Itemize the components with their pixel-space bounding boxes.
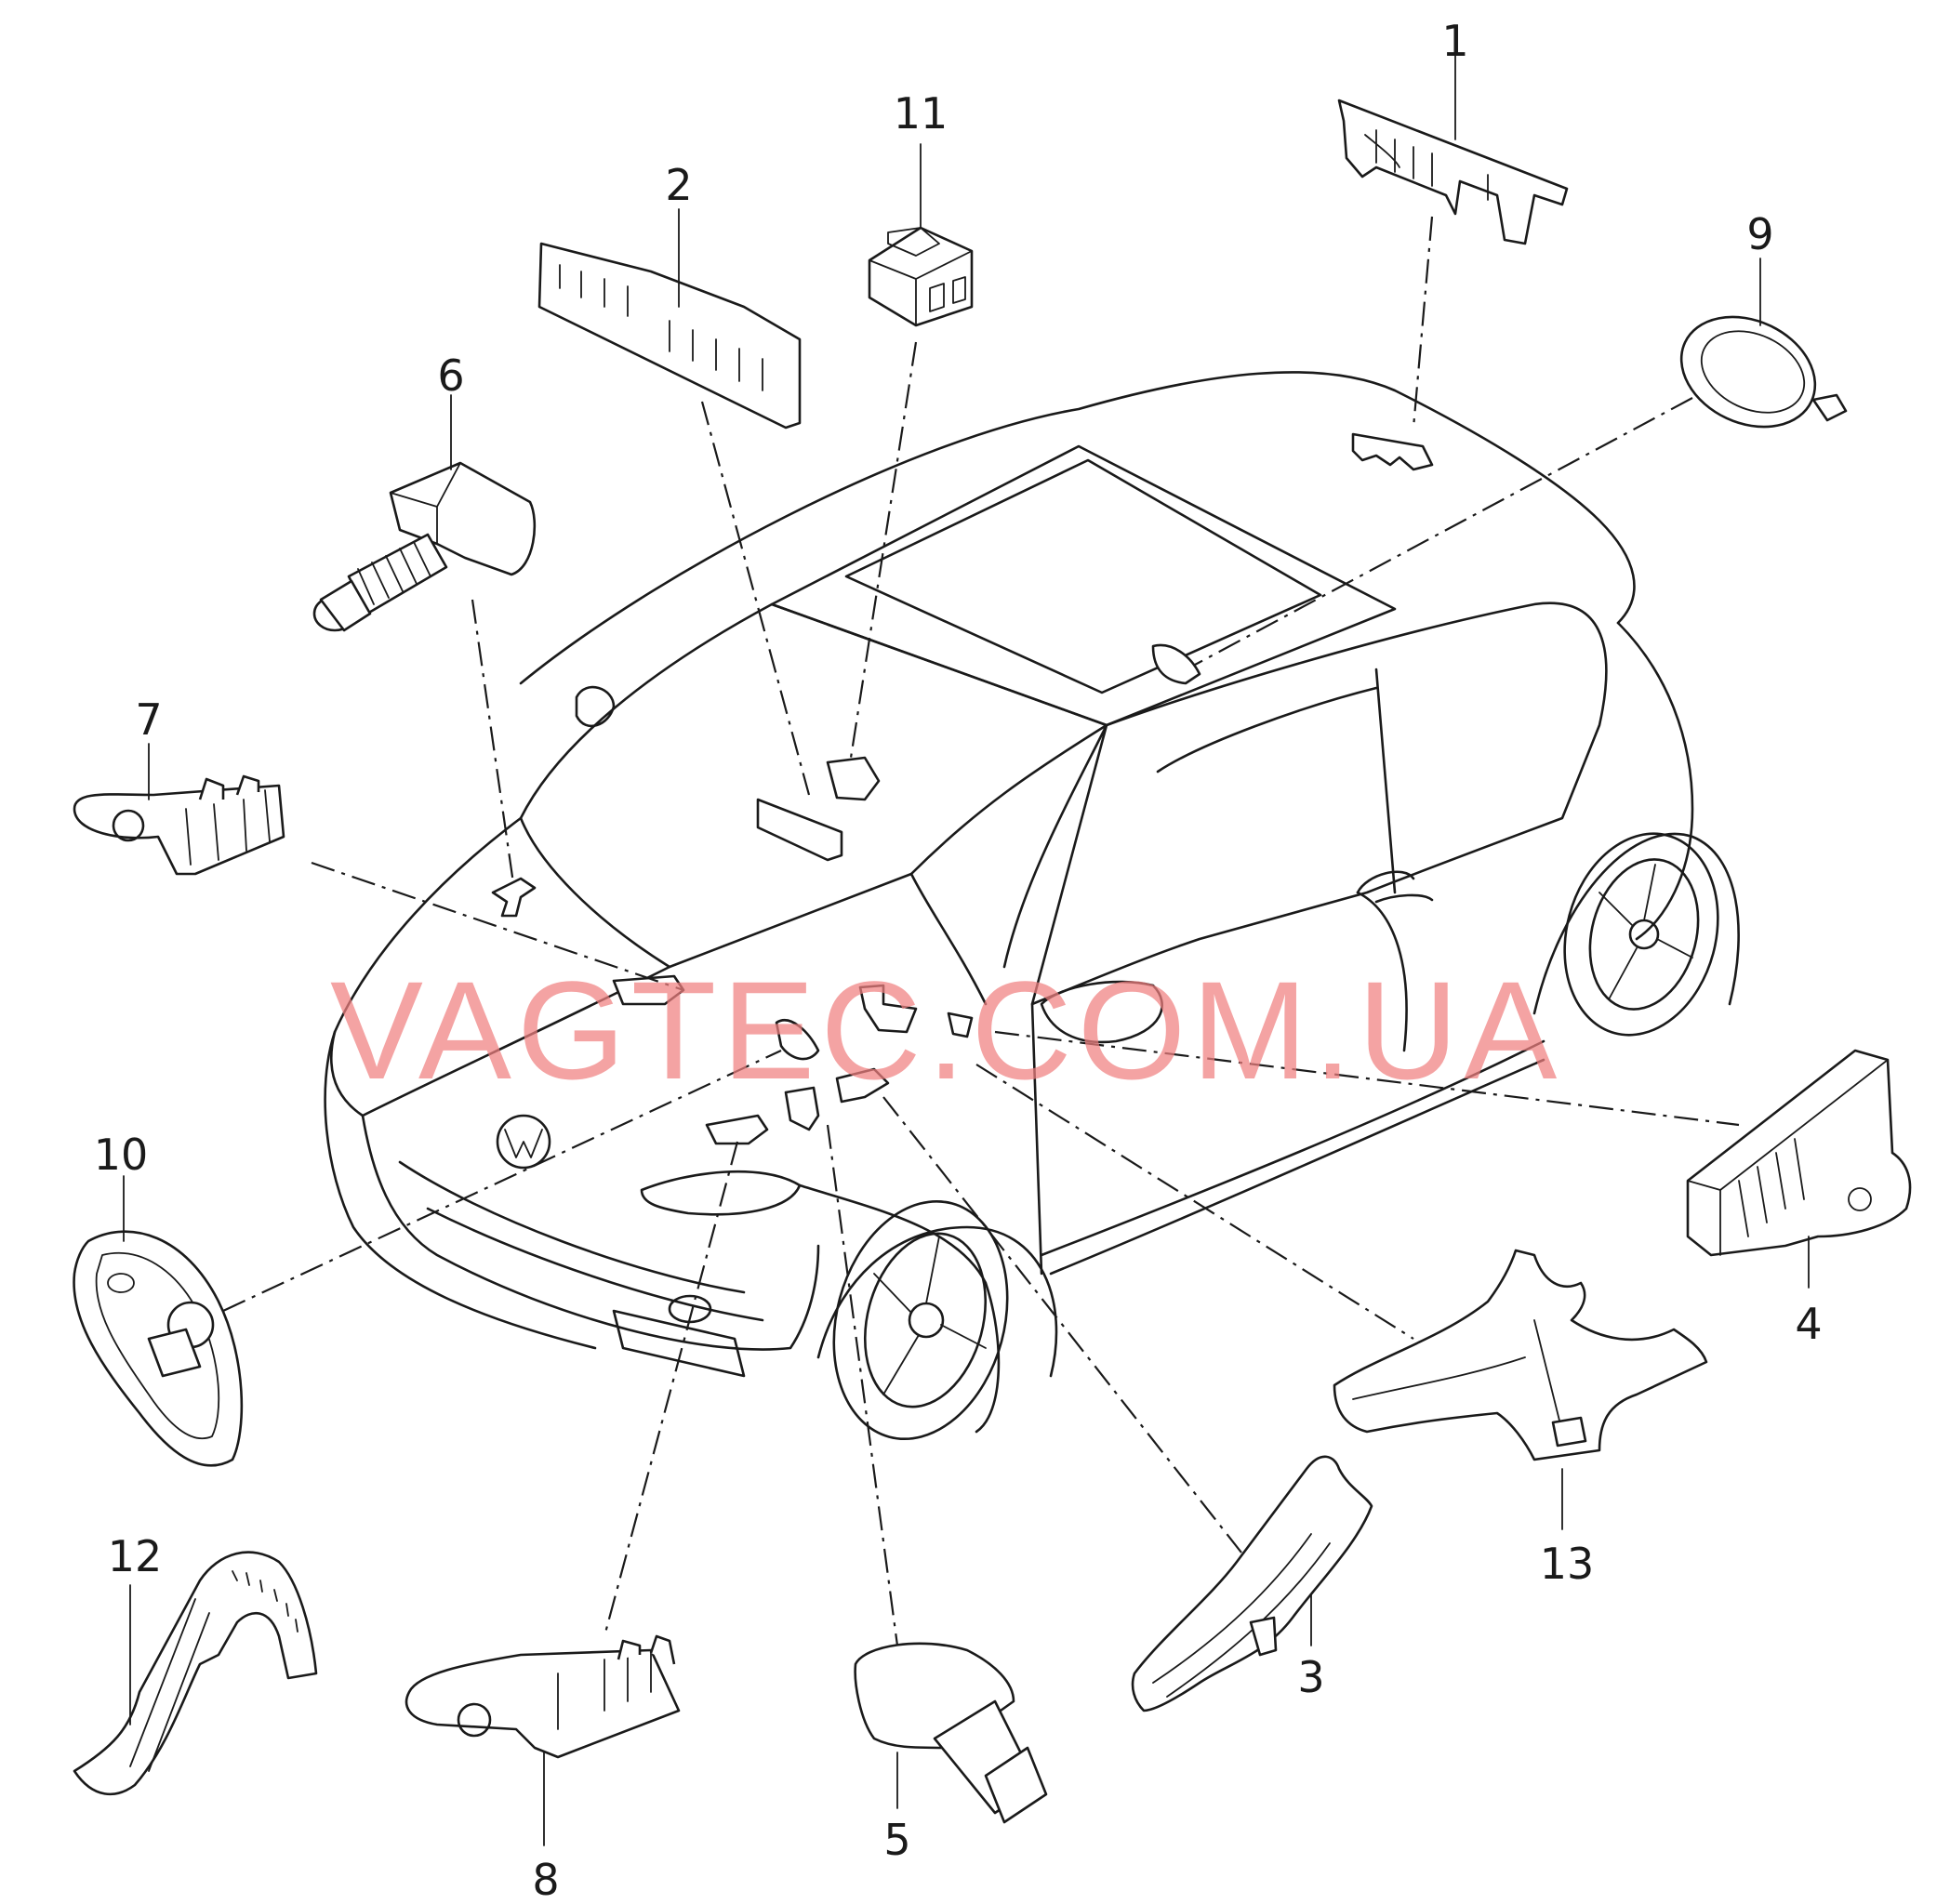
callout-3: 3 xyxy=(1297,1652,1324,1702)
part-3-cover xyxy=(1131,1455,1373,1712)
part-8-bracket xyxy=(405,1634,681,1759)
callout-1: 1 xyxy=(1441,16,1468,66)
callout-11: 11 xyxy=(894,88,948,139)
watermark-text: VAGTEC.COM.UA xyxy=(330,952,1562,1108)
car-outline xyxy=(324,371,1740,1441)
part-9-speaker xyxy=(1679,315,1848,429)
part-5-sensor xyxy=(854,1642,1048,1824)
callout-5: 5 xyxy=(883,1815,910,1865)
part-11-connector xyxy=(868,226,974,327)
part-6-boot xyxy=(312,461,537,632)
callout-7: 7 xyxy=(135,694,162,745)
leader-lines xyxy=(222,216,1740,1646)
callout-4: 4 xyxy=(1795,1299,1822,1349)
part-4-bracket xyxy=(1686,1049,1912,1257)
callout-10: 10 xyxy=(94,1130,149,1180)
part-10-bezel xyxy=(73,1230,244,1467)
callout-labels: 1 2 3 4 5 6 7 8 9 10 11 12 13 xyxy=(94,16,1823,1904)
callout-6: 6 xyxy=(437,350,464,401)
mounted-part-outlines xyxy=(491,432,1434,1145)
part-13-cover xyxy=(1333,1249,1708,1461)
callout-8: 8 xyxy=(532,1855,559,1904)
part-1-bracket xyxy=(1337,99,1569,245)
callout-2: 2 xyxy=(665,160,692,210)
callout-13: 13 xyxy=(1540,1539,1595,1589)
part-12-cover xyxy=(73,1551,318,1796)
callout-12: 12 xyxy=(108,1531,163,1581)
part-2-strip xyxy=(537,242,802,430)
callout-9: 9 xyxy=(1746,209,1773,259)
part-7-bracket xyxy=(73,774,285,876)
callout-stems xyxy=(123,55,1810,1846)
